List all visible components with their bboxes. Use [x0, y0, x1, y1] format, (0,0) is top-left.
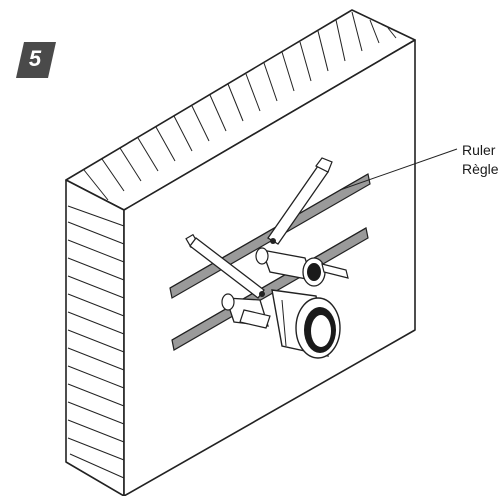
lower-pipe [271, 289, 341, 359]
ruler-label-english: Ruler [462, 142, 496, 158]
ruler-label-french: Règle [462, 161, 499, 177]
step-number: 5 [28, 46, 42, 71]
upper-clamp-arm [267, 157, 333, 245]
upper-pipe [255, 247, 349, 287]
wall-top-face [65, 9, 416, 211]
wall-side-face [65, 179, 125, 496]
ruler-leader-line [339, 148, 458, 191]
step-badge-shape [16, 42, 56, 78]
upper-screw-handle [185, 233, 265, 299]
lower-clamp [221, 293, 271, 329]
